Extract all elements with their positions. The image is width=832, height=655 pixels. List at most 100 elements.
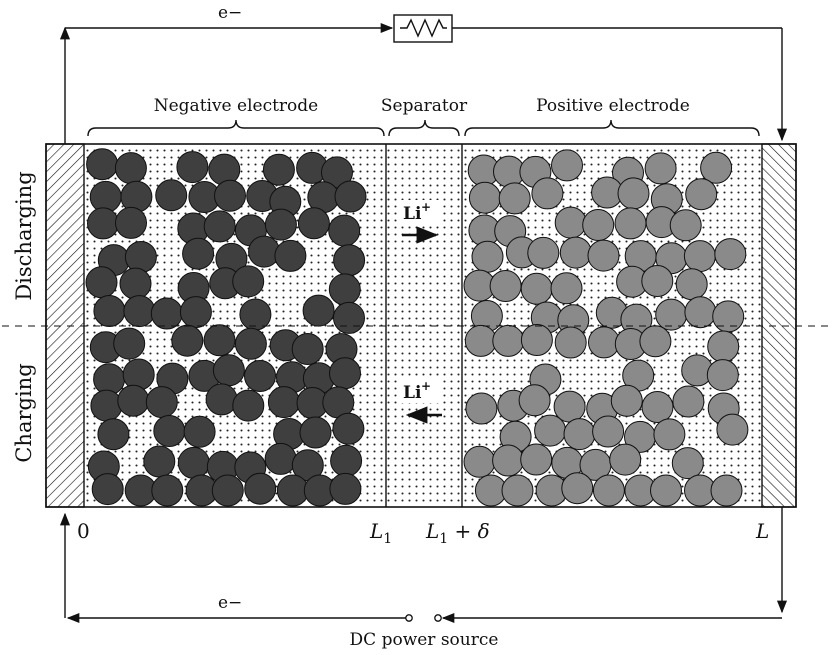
positive-particle [520, 324, 553, 356]
negative-particle [332, 412, 365, 445]
negative-particle [113, 327, 146, 360]
positive-particle [561, 472, 594, 505]
negative-particle [151, 474, 184, 507]
positive-particle [592, 415, 625, 448]
negative-particle [330, 444, 363, 477]
positive-particle [706, 359, 739, 392]
positive-particle [650, 474, 682, 507]
negative-particle [153, 415, 186, 447]
negative-particle [267, 386, 300, 419]
negative-particle [291, 333, 324, 365]
li-ion-charge-top: + [421, 200, 431, 214]
li-ion-charging: Li + [400, 379, 442, 424]
negative-electrode-label: Negative electrode [154, 96, 319, 116]
negative-particle [299, 416, 332, 449]
positive-particle [554, 206, 587, 239]
negative-particle [117, 384, 150, 417]
positive-particle [587, 239, 620, 272]
li-ion-charge-bottom: + [421, 379, 431, 393]
positive-particle [614, 207, 647, 240]
negative-brace [87, 119, 385, 137]
positive-current-collector [761, 143, 797, 508]
negative-particle [124, 241, 157, 273]
axis-origin-label: 0 [77, 519, 90, 543]
negative-particle [177, 446, 210, 479]
negative-particle [155, 179, 188, 212]
negative-particle [145, 386, 178, 419]
positive-particle [685, 178, 718, 211]
negative-particle [321, 156, 353, 189]
negative-particle [205, 383, 238, 416]
positive-particle [714, 238, 747, 271]
negative-particle [214, 179, 246, 212]
positive-particle [588, 326, 620, 359]
negative-particle [262, 153, 295, 186]
negative-particle [244, 472, 277, 505]
separator-brace [388, 119, 460, 137]
positive-particle [550, 272, 583, 305]
positive-particle [716, 413, 749, 446]
charging-label: Charging [12, 363, 36, 462]
positive-particle [672, 385, 705, 418]
negative-particle [90, 389, 123, 422]
positive-particle [712, 300, 745, 333]
negative-particle [274, 239, 307, 272]
positive-particle [465, 392, 498, 425]
positive-particle [609, 443, 642, 476]
li-ion-label-top: Li [403, 204, 422, 224]
positive-particle [639, 325, 672, 358]
power-source-label: DC power source [350, 630, 499, 650]
negative-particle [93, 295, 126, 327]
negative-particle [183, 415, 216, 448]
negative-particle [114, 152, 147, 185]
positive-particle [463, 445, 496, 478]
negative-particle [122, 358, 155, 391]
positive-particle [531, 177, 564, 210]
negative-particle [179, 296, 212, 329]
negative-particle [97, 418, 130, 451]
terminal-negative-icon [405, 614, 413, 622]
positive-particle [582, 209, 615, 241]
region-braces: Negative electrode Separator Positive el… [87, 96, 760, 137]
axis-l1-label: L1 [369, 519, 392, 547]
negative-particle [119, 267, 152, 300]
li-ion-label-bottom: Li [403, 383, 422, 403]
positive-particle [520, 272, 553, 305]
negative-particle [334, 180, 367, 213]
positive-particle [669, 209, 702, 242]
negative-current-collector [45, 143, 85, 508]
top-electron-label: e− [218, 3, 242, 23]
negative-particle [333, 244, 366, 277]
separator-label: Separator [381, 96, 468, 116]
negative-particle [203, 324, 236, 357]
positive-particle [592, 474, 625, 507]
negative-particle [329, 472, 362, 505]
positive-particle [527, 236, 560, 269]
positive-particle [610, 384, 643, 417]
negative-particle [115, 206, 147, 239]
positive-particle [671, 447, 704, 480]
positive-brace [464, 119, 760, 137]
positive-particle [559, 236, 592, 269]
negative-particle [171, 324, 204, 357]
negative-particle [208, 153, 241, 186]
negative-particle [333, 301, 365, 334]
positive-particle [563, 418, 596, 451]
negative-particle [239, 298, 272, 331]
axis-l1-delta-label: L1 + δ [425, 519, 490, 547]
terminal-positive-icon [434, 614, 442, 622]
negative-particle [150, 297, 183, 330]
bottom-electron-label: e− [218, 593, 242, 613]
bottom-circuit: e− DC power source [59, 507, 788, 650]
positive-particles [463, 149, 749, 507]
positive-particle [534, 414, 567, 447]
positive-particle [489, 270, 522, 302]
positive-particle [492, 324, 525, 357]
negative-particle [264, 442, 297, 475]
negative-particle [297, 207, 330, 240]
positive-particle [551, 149, 583, 182]
position-axis: 0 L1 L1 + δ L [77, 519, 769, 547]
negative-particle [232, 389, 265, 422]
negative-particle [234, 327, 267, 360]
